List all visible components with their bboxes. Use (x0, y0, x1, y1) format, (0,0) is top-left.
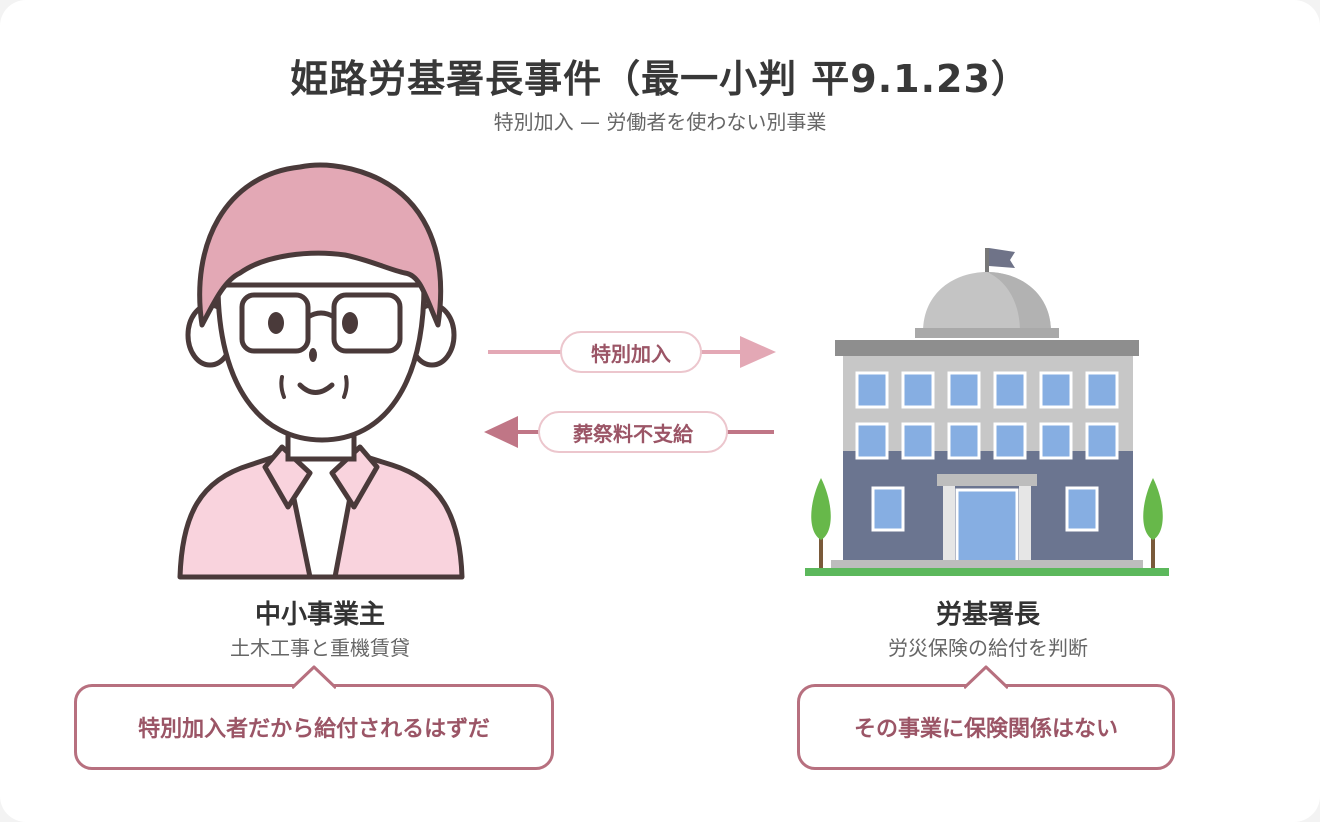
funeral-benefit-denied-label: 葬祭料不支給 (538, 411, 728, 453)
special-enrollment-label: 特別加入 (560, 331, 702, 373)
business-owner-desc: 土木工事と重機賃貸 (230, 636, 410, 660)
labor-office-name: 労基署長 (935, 600, 1040, 630)
office-bubble-tail (964, 665, 1008, 690)
owner-claim-bubble: 特別加入者だから給付されるはずだ (74, 684, 554, 770)
page-subtitle: 特別加入 — 労働者を使わない別事業 (493, 110, 827, 134)
business-owner-illustration (177, 162, 465, 580)
page-title: 姫路労基署長事件（最一小判 平9.1.23） (290, 57, 1030, 101)
labor-office-building-illustration (805, 248, 1169, 576)
business-owner-name: 中小事業主 (254, 600, 385, 630)
arrow-to-owner-head (484, 416, 518, 448)
office-response-bubble: その事業に保険関係はない (797, 684, 1175, 770)
labor-office-desc: 労災保険の給付を判断 (888, 636, 1088, 660)
arrow-to-office-head (740, 336, 776, 368)
owner-bubble-tail (292, 665, 336, 690)
